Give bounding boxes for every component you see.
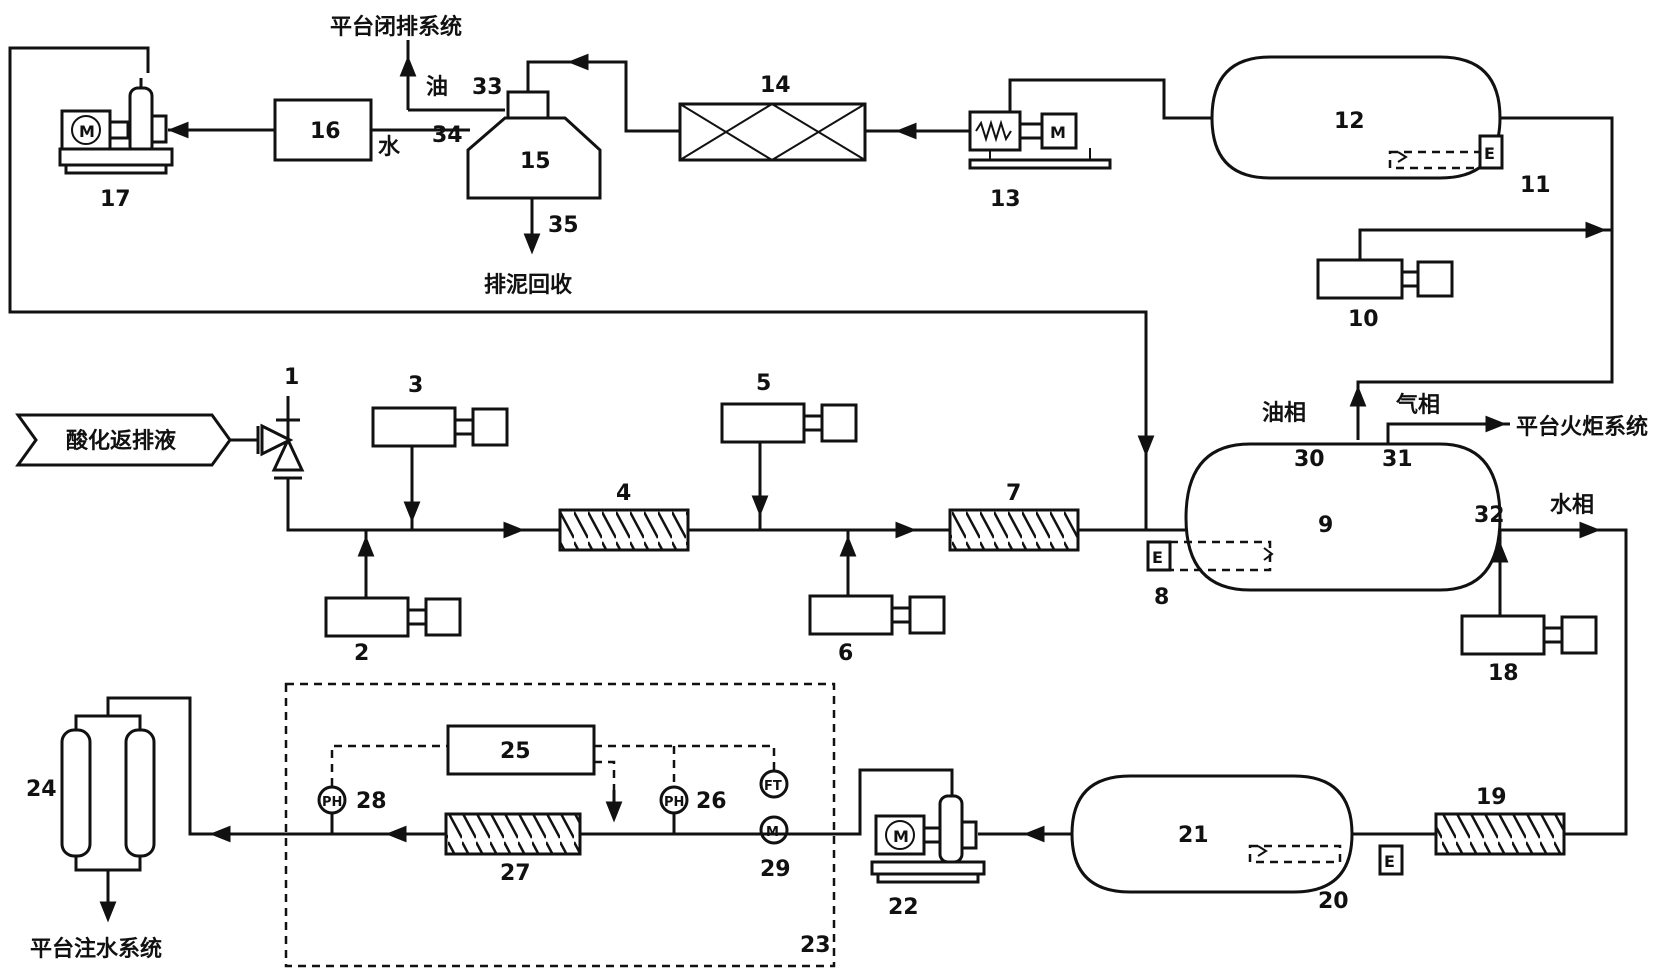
unit-14[interactable] [678,102,867,162]
label-2: 2 [354,641,369,666]
pipe-dosing-10 [1358,228,1612,260]
label-12: 12 [1334,109,1365,134]
label-gas-phase: 气相 [1395,392,1440,418]
label-6: 6 [838,641,853,666]
heater-element-8[interactable]: E [1146,540,1274,572]
svg-text:M: M [1050,123,1066,142]
label-platform-injection: 平台注水系统 [30,936,162,962]
label-19: 19 [1476,785,1507,810]
label-1: 1 [284,365,299,390]
pump-22[interactable]: M [870,794,986,884]
label-9: 9 [1318,513,1333,538]
separator-9[interactable] [1184,442,1502,592]
label-14: 14 [760,73,791,98]
unit-16[interactable] [273,98,373,162]
label-oil-phase: 油相 [1262,401,1306,426]
filter-24[interactable] [60,714,156,872]
svg-text:E: E [1484,144,1495,163]
pipe-12-13 [1008,78,1212,120]
svg-text:PH: PH [664,795,684,810]
unit-15[interactable] [466,90,602,200]
signal-to-dosing [594,760,616,790]
label-15: 15 [520,149,551,174]
label-22: 22 [888,895,919,920]
dosing-pump-10[interactable] [1316,258,1454,300]
pump-17[interactable]: M [58,78,174,175]
dosing-pump-5[interactable] [720,402,858,444]
label-10: 10 [1348,307,1379,332]
label-3: 3 [408,373,423,398]
label-33: 33 [472,75,503,100]
ph-meter-28[interactable]: PH [317,785,347,815]
svg-text:PH: PH [322,795,342,810]
skid-boundary-23 [284,682,836,968]
label-8: 8 [1154,585,1169,610]
vessel-21[interactable] [1070,774,1354,894]
label-25: 25 [500,739,531,764]
label-30: 30 [1294,447,1325,472]
label-35: 35 [548,213,579,238]
svg-text:M: M [893,827,909,846]
dosing-pump-6[interactable] [808,594,946,636]
dosing-pump-3[interactable] [371,406,509,448]
label-water-short: 水 [378,135,401,160]
inlet-tag [15,413,232,467]
label-27: 27 [500,861,531,886]
static-mixer-19[interactable] [1434,812,1566,856]
flow-meter-29[interactable]: M [759,815,789,845]
label-5: 5 [756,371,771,396]
label-18: 18 [1488,661,1519,686]
svg-text:E: E [1152,548,1163,567]
label-inlet: 酸化返排液 [66,428,176,454]
heater-element-11[interactable]: E [1388,134,1504,170]
label-24: 24 [26,777,57,802]
vessel-12[interactable] [1210,55,1502,180]
label-20: 20 [1318,889,1349,914]
heater-13[interactable]: M [968,110,1112,170]
pipe-22-23 [790,768,954,836]
pipe-gas-31 [1386,422,1510,444]
svg-text:E: E [1384,852,1395,871]
label-17: 17 [100,187,131,212]
label-water-phase: 水相 [1550,493,1594,518]
svg-text:FT: FT [764,779,782,794]
label-oil-short: 油 [426,75,448,100]
label-34: 34 [432,123,463,148]
svg-text:M: M [79,122,95,141]
label-31: 31 [1382,447,1413,472]
label-21: 21 [1178,823,1209,848]
pipe-14-15 [526,60,680,133]
signal-28 [330,744,448,800]
pipe-water-32 [1500,528,1628,836]
valve-1[interactable] [260,396,305,480]
label-32: 32 [1474,503,1505,528]
label-13: 13 [990,187,1021,212]
label-28: 28 [356,789,387,814]
ph-meter-26[interactable]: PH [659,785,689,815]
pipe-main-1 [286,478,560,532]
flow-transmitter-ft[interactable]: FT [759,769,789,799]
label-platform-flare: 平台火炬系统 [1516,414,1648,440]
dosing-pump-18[interactable] [1460,614,1598,656]
label-sludge-recovery: 排泥回收 [484,272,572,298]
pipe-bottom-2 [106,696,446,836]
label-11: 11 [1520,173,1551,198]
return-loop-pipe [8,46,1148,530]
label-29: 29 [760,857,791,882]
static-mixer-27[interactable] [444,812,582,856]
signal-ft [594,744,776,770]
label-4: 4 [616,481,631,506]
label-16: 16 [310,119,341,144]
label-platform-closed-drain: 平台闭排系统 [330,14,462,40]
controller-25[interactable] [446,724,596,776]
static-mixer-7[interactable] [948,508,1080,552]
label-26: 26 [696,789,727,814]
label-7: 7 [1006,481,1021,506]
dosing-pump-2[interactable] [324,596,462,638]
heater-element-20[interactable]: E [1248,844,1404,876]
label-23: 23 [800,933,831,958]
